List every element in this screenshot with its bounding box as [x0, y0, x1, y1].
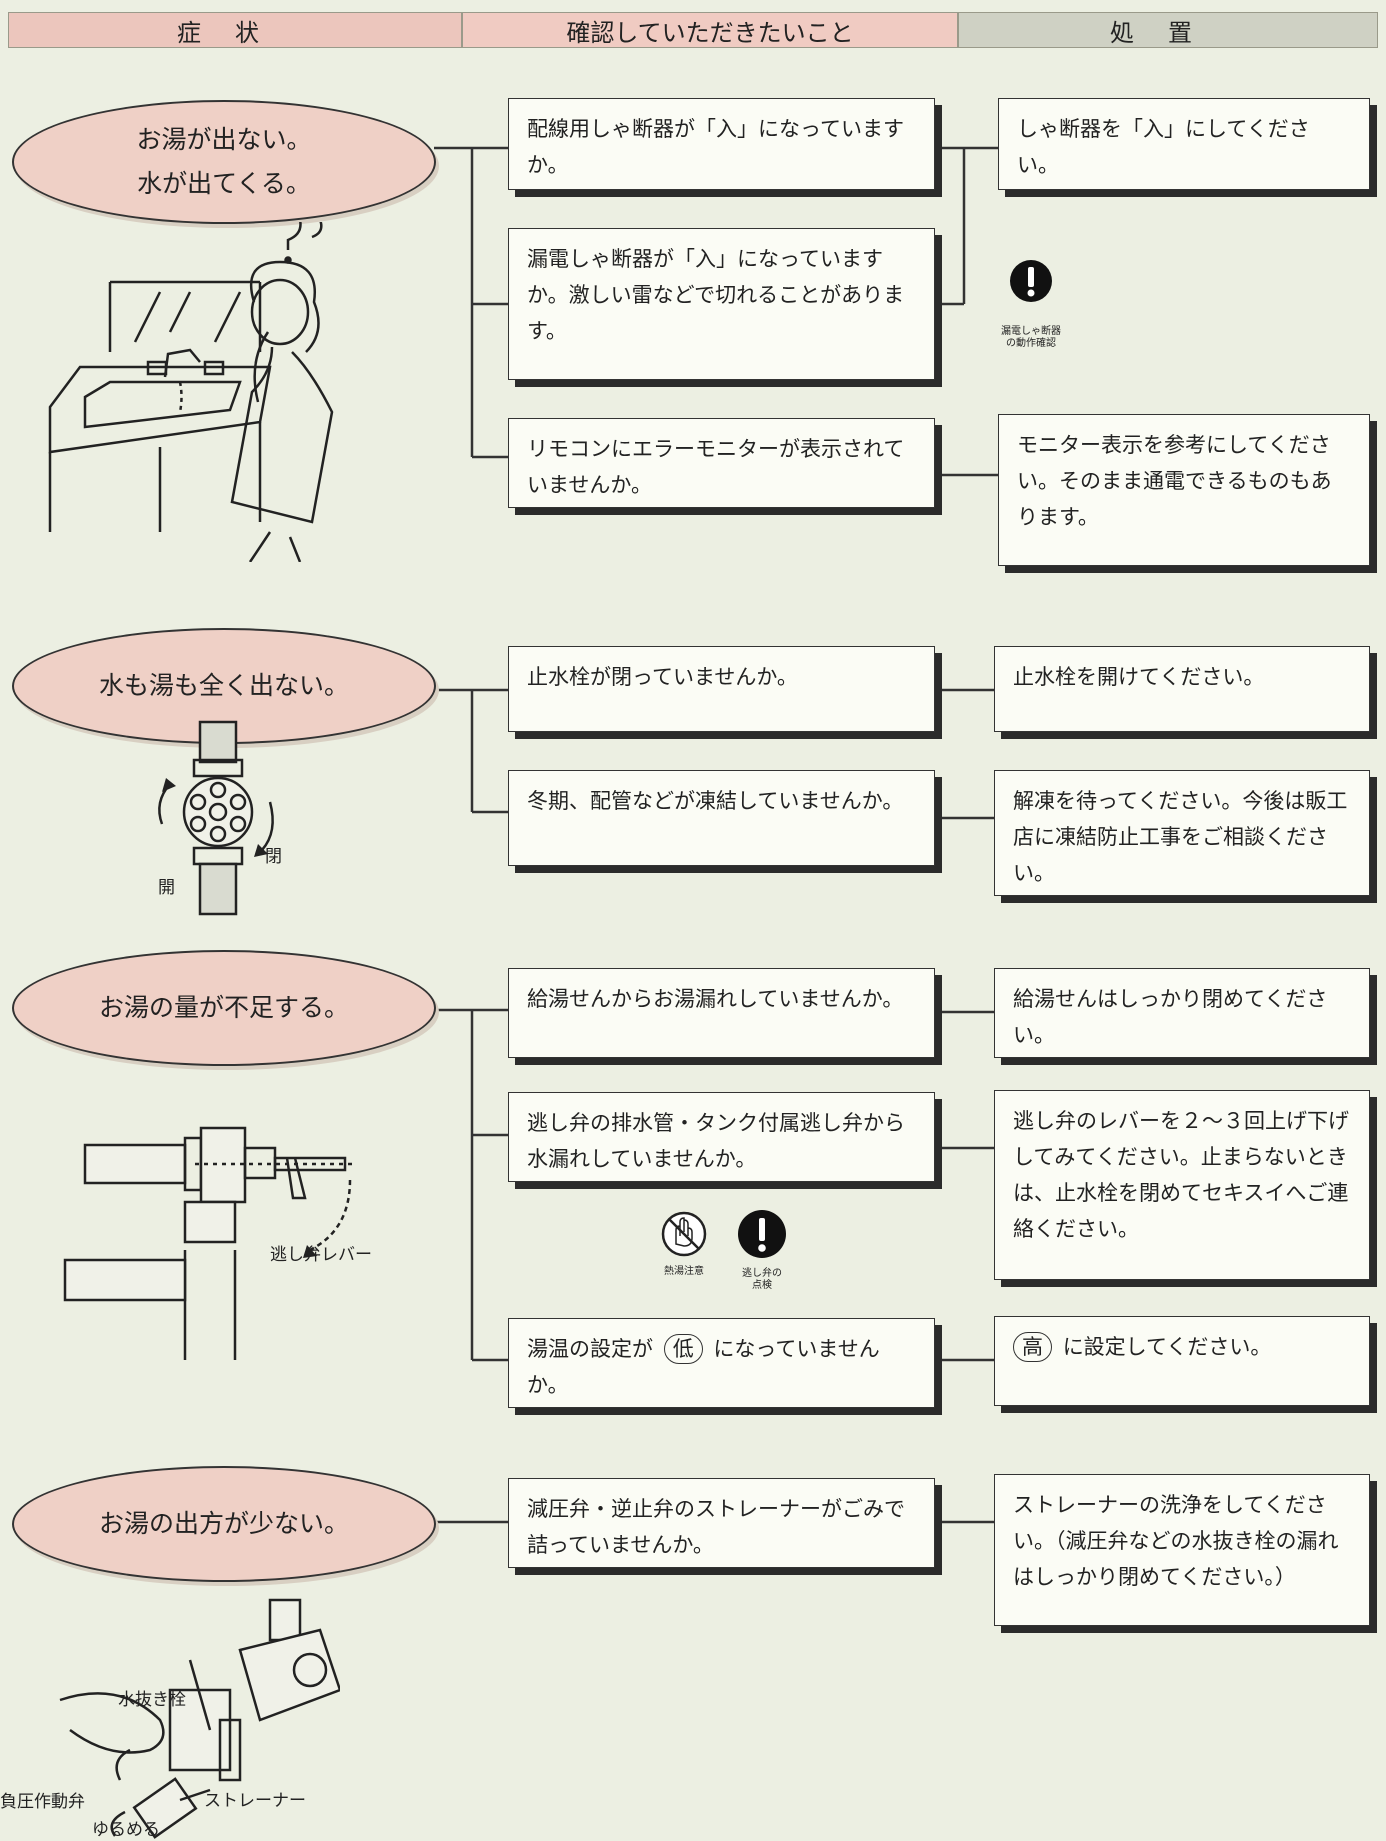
check-text: 漏電しゃ断器が「入」になっていますか。激しい雷などで切れることがあります。: [527, 247, 905, 343]
symptom-low-flow: お湯の出方が少ない。: [12, 1466, 436, 1582]
check-remote-error-monitor: リモコンにエラーモニターが表示されていませんか。: [508, 418, 935, 508]
high-setting-mark: 高: [1013, 1332, 1052, 1362]
check-text: 給湯せんからお湯漏れしていませんか。: [527, 987, 904, 1011]
check-relief-valve-leak: 逃し弁の排水管・タンク付属逃し弁から水漏れしていませんか。: [508, 1092, 935, 1182]
loosen-label: ゆるめる: [92, 1820, 160, 1840]
check-text: 止水栓が閉っていませんか。: [527, 665, 798, 689]
low-setting-mark: 低: [663, 1334, 703, 1364]
woman-at-sink-illustration: [48, 222, 334, 562]
check-faucet-leak: 給湯せんからお湯漏れしていませんか。: [508, 968, 935, 1058]
check-strainer-clogged: 減圧弁・逆止弁のストレーナーがごみで詰っていませんか。: [508, 1478, 935, 1568]
action-close-faucet: 給湯せんはしっかり閉めてください。: [994, 968, 1370, 1058]
check-text: 湯温の設定が 低 になっていませんか。: [527, 1331, 916, 1403]
relief-valve-illustration: [63, 1126, 355, 1360]
check-pipe-frozen: 冬期、配管などが凍結していませんか。: [508, 770, 935, 866]
caution-exclamation-icon: [1010, 260, 1052, 302]
action-set-high: 高 に設定してください。: [994, 1316, 1370, 1406]
action-text: しゃ断器を「入」にしてください。: [1017, 117, 1310, 177]
check-text: 配線用しゃ断器が「入」になっていますか。: [527, 117, 904, 177]
action-relief-lever: 逃し弁のレバーを２～３回上げ下げしてみてください。止まらないときは、止水栓を閉め…: [994, 1090, 1370, 1280]
symptom-line: 水も湯も全く出ない。: [98, 671, 349, 700]
close-direction-label: 閉: [265, 847, 282, 867]
symptom-no-hot-water: お湯が出ない。 水が出てくる。: [12, 100, 436, 224]
action-text: 高 に設定してください。: [1013, 1329, 1351, 1365]
action-wait-thaw: 解凍を待ってください。今後は販工店に凍結防止工事をご相談ください。: [994, 770, 1370, 896]
pressure-valve-strainer-illustration: [59, 1598, 340, 1839]
symptom-line: お湯の出方が少ない。: [98, 1509, 349, 1538]
hot-water-caution-icon: [661, 1211, 707, 1257]
negative-pressure-valve-label: 負圧作動弁: [0, 1792, 85, 1812]
check-text: 減圧弁・逆止弁のストレーナーがごみで詰っていませんか。: [527, 1497, 905, 1557]
symptom-line: お湯の量が不足する。: [98, 993, 349, 1022]
drain-plug-label: 水抜き栓: [118, 1690, 186, 1710]
header-check: 確認していただきたいこと: [462, 12, 958, 48]
icon-caption: 漏電しゃ断器の動作確認: [1001, 326, 1061, 349]
header-action: 処置: [958, 12, 1378, 48]
check-temperature-low: 湯温の設定が 低 になっていませんか。: [508, 1318, 935, 1408]
check-text: リモコンにエラーモニターが表示されていませんか。: [527, 437, 905, 497]
symptom-line: お湯が出ない。: [136, 125, 312, 154]
icon-caption: 熱湯注意: [664, 1266, 704, 1277]
check-wiring-breaker: 配線用しゃ断器が「入」になっていますか。: [508, 98, 935, 190]
action-text: 逃し弁のレバーを２～３回上げ下げしてみてください。止まらないときは、止水栓を閉め…: [1013, 1109, 1349, 1241]
symptom-low-hot-water: お湯の量が不足する。: [12, 950, 436, 1066]
open-direction-label: 開: [158, 878, 175, 898]
action-open-stop-valve: 止水栓を開けてください。: [994, 646, 1370, 732]
strainer-label: ストレーナー: [204, 1791, 306, 1811]
relief-lever-label: 逃し弁レバー: [270, 1245, 372, 1265]
stop-valve-illustration: [158, 720, 274, 916]
symptom-line: 水が出てくる。: [137, 169, 311, 198]
action-text: 給湯せんはしっかり閉めてください。: [1013, 987, 1328, 1047]
icon-caption: 逃し弁の点検: [742, 1268, 782, 1291]
action-turn-on-breaker: しゃ断器を「入」にしてください。: [998, 98, 1370, 190]
action-text: 止水栓を開けてください。: [1013, 665, 1265, 689]
caution-exclamation-icon: [738, 1210, 786, 1258]
header-symptom: 症状: [8, 12, 462, 48]
action-clean-strainer: ストレーナーの洗浄をしてください。（減圧弁などの水抜き栓の漏れはしっかり閉めてく…: [994, 1474, 1370, 1626]
action-text: ストレーナーの洗浄をしてください。（減圧弁などの水抜き栓の漏れはしっかり閉めてく…: [1013, 1493, 1339, 1589]
action-text: モニター表示を参考にしてください。そのまま通電できるものもあります。: [1017, 433, 1332, 529]
action-text: 解凍を待ってください。今後は販工店に凍結防止工事をご相談ください。: [1013, 789, 1348, 885]
action-check-monitor: モニター表示を参考にしてください。そのまま通電できるものもあります。: [998, 414, 1370, 566]
check-text: 逃し弁の排水管・タンク付属逃し弁から水漏れしていませんか。: [527, 1111, 905, 1171]
check-text: 冬期、配管などが凍結していませんか。: [527, 789, 904, 813]
check-earth-leakage-breaker: 漏電しゃ断器が「入」になっていますか。激しい雷などで切れることがあります。: [508, 228, 935, 380]
check-stop-valve-closed: 止水栓が閉っていませんか。: [508, 646, 935, 732]
